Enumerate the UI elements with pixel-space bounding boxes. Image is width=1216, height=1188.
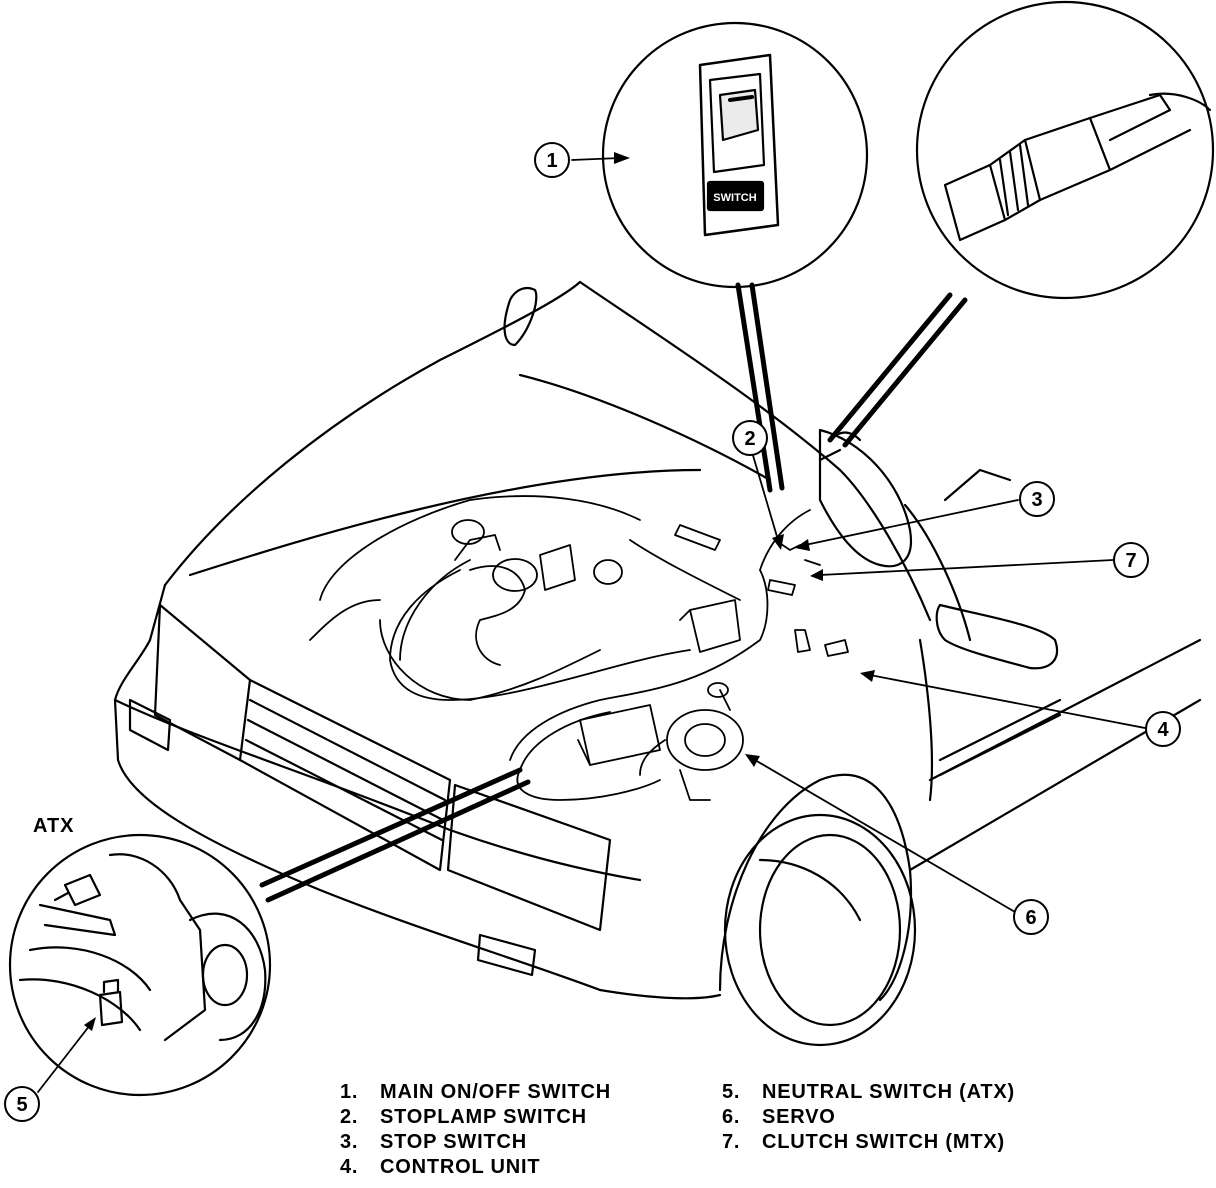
legend-item-7: 7. CLUTCH SWITCH (MTX) <box>722 1130 1015 1155</box>
legend-text: SERVO <box>762 1106 836 1128</box>
legend-number: 4. <box>340 1156 359 1178</box>
legend-number: 3. <box>340 1131 359 1153</box>
callout-4: 4 <box>1145 711 1181 747</box>
callout-5: 5 <box>4 1086 40 1122</box>
callout-6: 6 <box>1013 899 1049 935</box>
legend-right: 5. NEUTRAL SWITCH (ATX) 6. SERVO 7. CLUT… <box>722 1080 1015 1155</box>
legend-left: 1. MAIN ON/OFF SWITCH 2. STOPLAMP SWITCH… <box>340 1080 611 1180</box>
legend-text: STOP SWITCH <box>380 1131 527 1153</box>
legend-item-2: 2. STOPLAMP SWITCH <box>340 1105 611 1130</box>
engine-bay <box>309 495 849 801</box>
zoom-atx-neutral-switch <box>8 767 531 1097</box>
svg-text:5: 5 <box>16 1094 27 1116</box>
svg-text:1: 1 <box>546 150 557 172</box>
legend-number: 2. <box>340 1106 359 1128</box>
zoom-column-switch <box>827 0 1215 448</box>
zoom-main-switch: SWITCH <box>601 21 869 493</box>
legend-text: MAIN ON/OFF SWITCH <box>380 1081 612 1103</box>
legend-number: 7. <box>722 1131 741 1153</box>
callout-3: 3 <box>1019 481 1055 517</box>
callout-1: 1 <box>534 142 570 178</box>
legend-number: 5. <box>722 1081 741 1103</box>
legend-text: STOPLAMP SWITCH <box>380 1106 587 1128</box>
atx-label: ATX <box>33 815 75 837</box>
callout-markers: 1 2 3 4 5 6 7 <box>4 142 1181 1122</box>
callout-2: 2 <box>732 420 768 456</box>
car-body <box>113 280 1202 1047</box>
svg-text:7: 7 <box>1125 550 1136 572</box>
legend-text: CLUTCH SWITCH (MTX) <box>762 1131 1005 1153</box>
switch-plate-label: SWITCH <box>713 192 756 204</box>
legend-text: NEUTRAL SWITCH (ATX) <box>762 1081 1016 1103</box>
legend-item-3: 3. STOP SWITCH <box>340 1130 611 1155</box>
legend-item-4: 4. CONTROL UNIT <box>340 1155 611 1180</box>
svg-text:6: 6 <box>1025 907 1036 929</box>
callout-7: 7 <box>1113 542 1149 578</box>
svg-text:2: 2 <box>744 428 755 450</box>
leader-lines <box>37 152 1146 1093</box>
legend-number: 6. <box>722 1106 741 1128</box>
legend-item-5: 5. NEUTRAL SWITCH (ATX) <box>722 1080 1015 1105</box>
svg-text:4: 4 <box>1157 719 1169 741</box>
svg-text:3: 3 <box>1031 489 1042 511</box>
legend-item-1: 1. MAIN ON/OFF SWITCH <box>340 1080 611 1105</box>
legend-item-6: 6. SERVO <box>722 1105 1015 1130</box>
legend-text: CONTROL UNIT <box>380 1156 541 1178</box>
steering-wheel <box>818 428 913 568</box>
legend-number: 1. <box>340 1081 359 1103</box>
